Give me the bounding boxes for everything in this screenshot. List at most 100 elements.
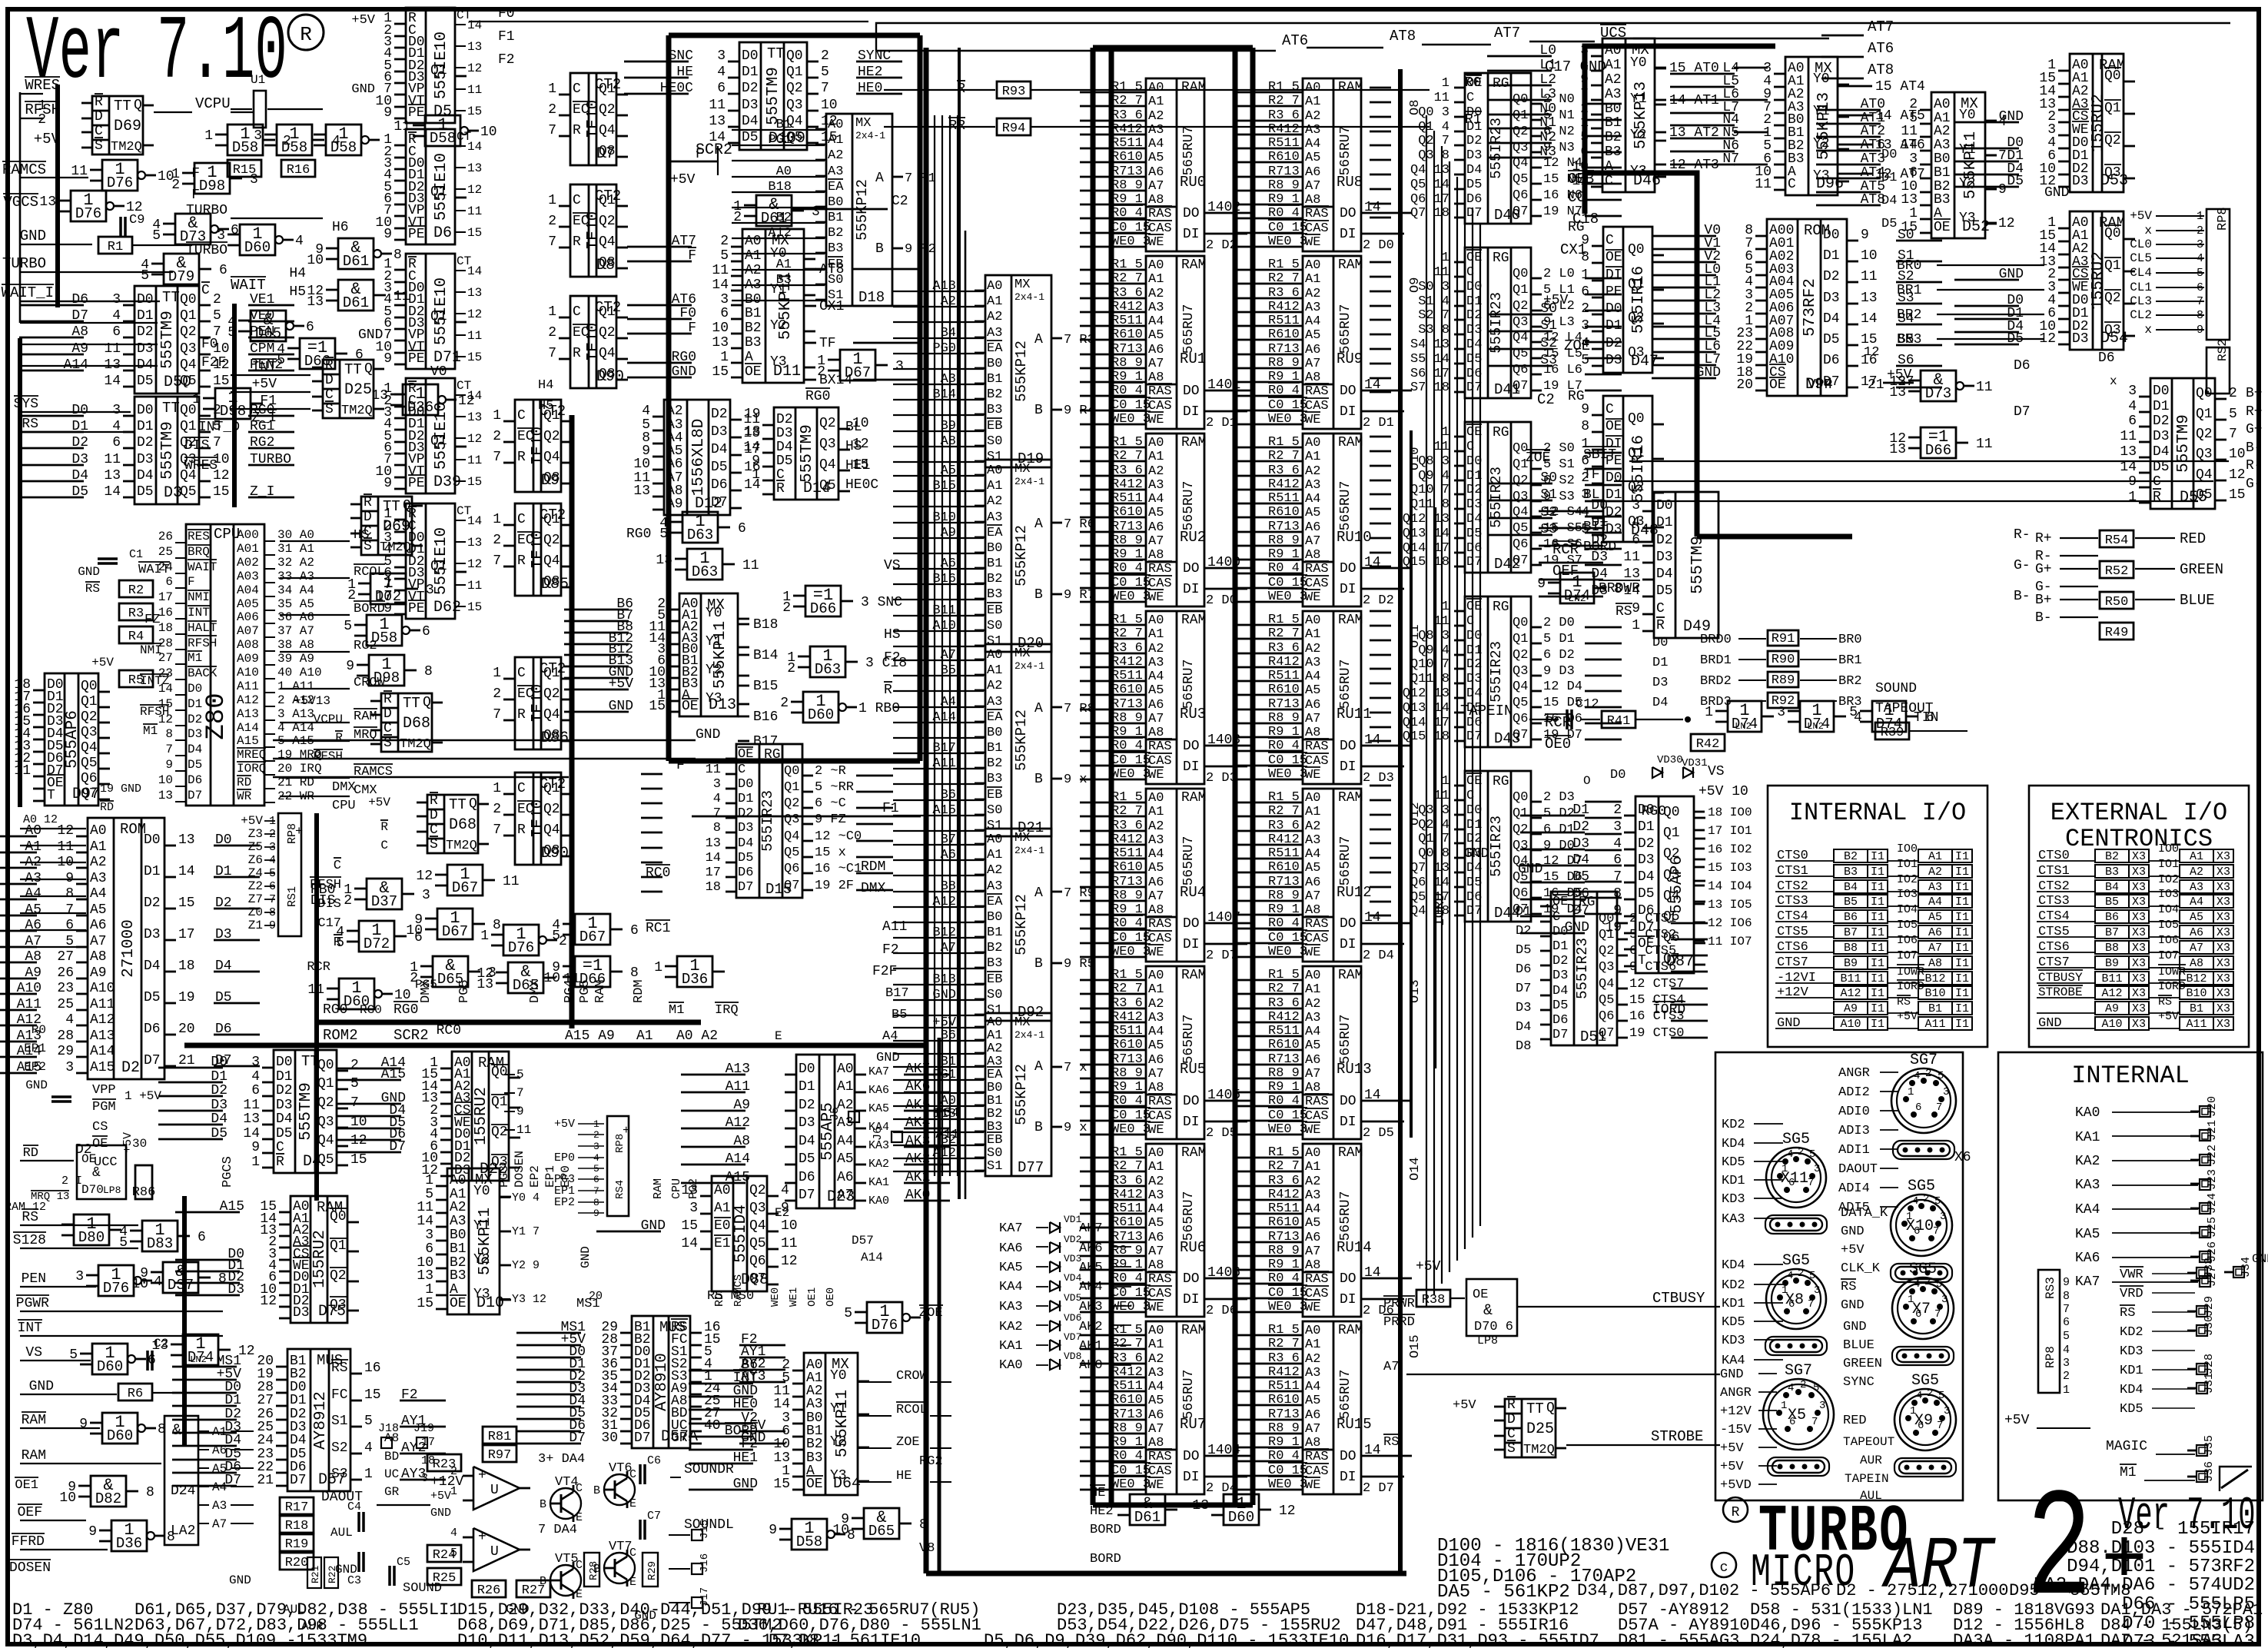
svg-text:8: 8 [393, 248, 402, 263]
svg-text:RAM: RAM [1338, 80, 1363, 95]
svg-text:S1: S1 [1540, 318, 1557, 334]
svg-text:X3: X3 [2132, 987, 2146, 1000]
svg-text:13: 13 [709, 114, 726, 129]
svg-text:11: 11 [1755, 177, 1772, 192]
svg-text:RU1: RU1 [1180, 351, 1206, 367]
svg-text:D5: D5 [711, 460, 728, 475]
svg-text:11: 11 [742, 558, 759, 573]
svg-text:Y2: Y2 [770, 318, 787, 334]
svg-text:D5: D5 [137, 374, 154, 389]
svg-text:A2: A2 [1605, 72, 1622, 88]
svg-text:3: 3 [895, 359, 904, 374]
svg-text:CLK_K: CLK_K [1841, 1261, 1881, 1276]
svg-text:A8: A8 [1305, 903, 1320, 918]
svg-text:B2: B2 [1605, 130, 1622, 145]
svg-text:D3: D3 [1552, 969, 1568, 983]
svg-text:A2: A2 [987, 310, 1002, 324]
svg-text:A2: A2 [987, 1042, 1002, 1056]
svg-text:RS: RS [2158, 995, 2172, 1008]
svg-text:C: C [517, 781, 526, 796]
svg-text:D61: D61 [1134, 1509, 1161, 1526]
svg-text:R16: R16 [287, 163, 310, 178]
svg-text:Q11 8: Q11 8 [1410, 497, 1449, 512]
svg-text:15: 15 [1901, 220, 1918, 235]
svg-text:A06: A06 [237, 610, 259, 624]
svg-text:A14: A14 [932, 710, 956, 725]
svg-text:MX: MX [1961, 95, 1978, 112]
svg-text:CT2: CT2 [595, 188, 621, 204]
svg-text:R3 6: R3 6 [1111, 819, 1143, 833]
svg-text:21: 21 [1868, 377, 1884, 393]
svg-text:Q3: Q3 [819, 437, 836, 452]
svg-text:Q0: Q0 [2196, 386, 2213, 401]
svg-text:X3: X3 [2132, 866, 2146, 879]
svg-text:9 x: 9 x [1064, 772, 1088, 787]
svg-text:R8 9: R8 9 [1268, 533, 1300, 548]
svg-text:EA: EA [987, 526, 1003, 540]
svg-text:1: 1 [1906, 1211, 1912, 1223]
svg-text:Q4: Q4 [1513, 331, 1528, 345]
svg-text:6 D2: 6 D2 [1543, 648, 1575, 663]
svg-text:WE0 3: WE0 3 [1268, 945, 1307, 959]
svg-text:11: 11 [1623, 550, 1640, 565]
svg-text:D: D [384, 706, 392, 722]
svg-text:Q1 7: Q1 7 [1418, 832, 1449, 846]
svg-text:S2 7: S2 7 [1418, 308, 1449, 323]
svg-text:A4: A4 [882, 1029, 898, 1044]
svg-text:D60: D60 [1228, 1509, 1254, 1526]
svg-text:I1: I1 [1955, 895, 1969, 909]
svg-text:IO5: IO5 [1897, 919, 1918, 932]
svg-text:R8 9: R8 9 [1111, 356, 1143, 370]
svg-text:C: C [384, 721, 392, 736]
svg-text:D5: D5 [188, 758, 202, 772]
svg-text:3: 3 [2047, 122, 2056, 138]
svg-text:GND: GND [2044, 185, 2069, 201]
svg-text:OE: OE [1466, 600, 1482, 614]
svg-text:IO2: IO2 [1897, 873, 1918, 886]
svg-text:X3: X3 [2217, 942, 2230, 955]
svg-text:Q0: Q0 [784, 764, 799, 779]
svg-text:CAS: CAS [1148, 1464, 1172, 1479]
svg-text:R38: R38 [1422, 1293, 1446, 1307]
svg-text:11: 11 [1434, 440, 1449, 454]
svg-text:R8 9: R8 9 [1111, 711, 1143, 726]
svg-text:A2: A2 [666, 404, 683, 419]
svg-text:13: 13 [1901, 192, 1918, 208]
svg-text:565RU7: 565RU7 [1338, 1015, 1353, 1065]
svg-text:WE: WE [1305, 1301, 1320, 1315]
svg-text:D5: D5 [1656, 583, 1673, 599]
svg-text:A07: A07 [237, 624, 259, 638]
svg-text:12 AT7: 12 AT7 [1875, 167, 1925, 182]
svg-text:D1: D1 [2007, 148, 2024, 164]
svg-text:A0: A0 [776, 164, 792, 179]
svg-text:L0: L0 [1539, 43, 1556, 58]
svg-text:2: 2 [1745, 301, 1753, 316]
svg-text:R2 7: R2 7 [1111, 94, 1143, 108]
svg-text:MX: MX [1815, 60, 1832, 77]
svg-text:DI: DI [1183, 1470, 1200, 1485]
svg-text:WE: WE [1148, 1478, 1164, 1493]
svg-text:B5: B5 [2105, 895, 2119, 909]
svg-text:L7: L7 [1704, 352, 1721, 367]
svg-text:1: 1 [1782, 1163, 1788, 1175]
svg-text:B11: B11 [1840, 972, 1861, 985]
svg-text:KD3: KD3 [1722, 1192, 1745, 1207]
svg-text:IO3: IO3 [2158, 888, 2179, 901]
svg-text:L7: L7 [1722, 100, 1739, 115]
svg-text:MX: MX [1014, 646, 1030, 661]
svg-text:A13: A13 [237, 707, 259, 721]
svg-text:10: 10 [1901, 179, 1918, 194]
svg-text:5: 5 [1934, 1195, 1941, 1208]
svg-text:11 IO7: 11 IO7 [1708, 935, 1752, 949]
svg-text:OE: OE [682, 699, 699, 714]
svg-text:R0 4: R0 4 [1268, 1094, 1300, 1108]
svg-text:+5V: +5V [91, 656, 114, 670]
svg-text:D: D [325, 373, 334, 388]
svg-text:D11: D11 [773, 363, 801, 380]
svg-text:1: 1 [1745, 314, 1753, 329]
svg-text:BR2: BR2 [1838, 674, 1862, 689]
svg-text:R3 6: R3 6 [1268, 1351, 1300, 1366]
svg-text:A3: A3 [1148, 478, 1164, 493]
svg-text:D74: D74 [1564, 587, 1590, 604]
svg-text:1: 1 [493, 666, 501, 681]
